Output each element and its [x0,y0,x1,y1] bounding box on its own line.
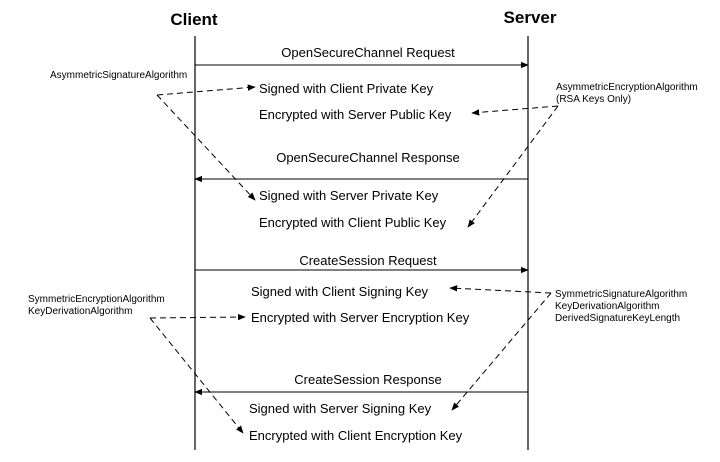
note-asymmetric-encryption-rsa: (RSA Keys Only) [556,94,631,105]
open-request-label: OpenSecureChannel Request [281,45,455,60]
session-response-label: CreateSession Response [294,372,441,387]
session-request-encryption: Encrypted with Server Encryption Key [251,310,470,325]
note-key-derivation-right: KeyDerivationAlgorithm [555,301,660,312]
note-key-derivation-left: KeyDerivationAlgorithm [28,306,133,317]
note-derived-signature-key-length: DerivedSignatureKeyLength [555,313,680,324]
connector-asym-sig-to-client-private [156,84,256,96]
connector-sym-enc-to-server-encryption [149,313,246,321]
note-asymmetric-encryption: AsymmetricEncryptionAlgorithm [556,82,698,93]
note-asymmetric-signature: AsymmetricSignatureAlgorithm [50,70,187,81]
open-response-encryption: Encrypted with Client Public Key [259,215,447,230]
note-symmetric-encryption: SymmetricEncryptionAlgorithm [28,294,165,305]
session-response-encryption: Encrypted with Client Encryption Key [249,428,463,443]
open-request-signature: Signed with Client Private Key [259,81,434,96]
open-response-label: OpenSecureChannel Response [276,150,460,165]
session-request-signature: Signed with Client Signing Key [251,284,429,299]
open-request-encryption: Encrypted with Server Public Key [259,107,452,122]
client-header: Client [170,10,218,29]
open-response-signature: Signed with Server Private Key [259,188,439,203]
connector-sym-sig-to-server-signing [451,292,552,411]
session-request-label: CreateSession Request [299,253,437,268]
connector-asym-sig-to-server-private [156,94,256,201]
note-symmetric-signature: SymmetricSignatureAlgorithm [555,289,687,300]
connector-asym-enc-to-client-public [467,105,559,228]
session-response-signature: Signed with Server Signing Key [249,401,432,416]
server-header: Server [504,8,557,27]
connector-asym-enc-to-server-public [471,105,559,116]
connector-sym-sig-to-client-signing [449,285,552,294]
connector-sym-enc-to-client-encryption [149,317,244,434]
